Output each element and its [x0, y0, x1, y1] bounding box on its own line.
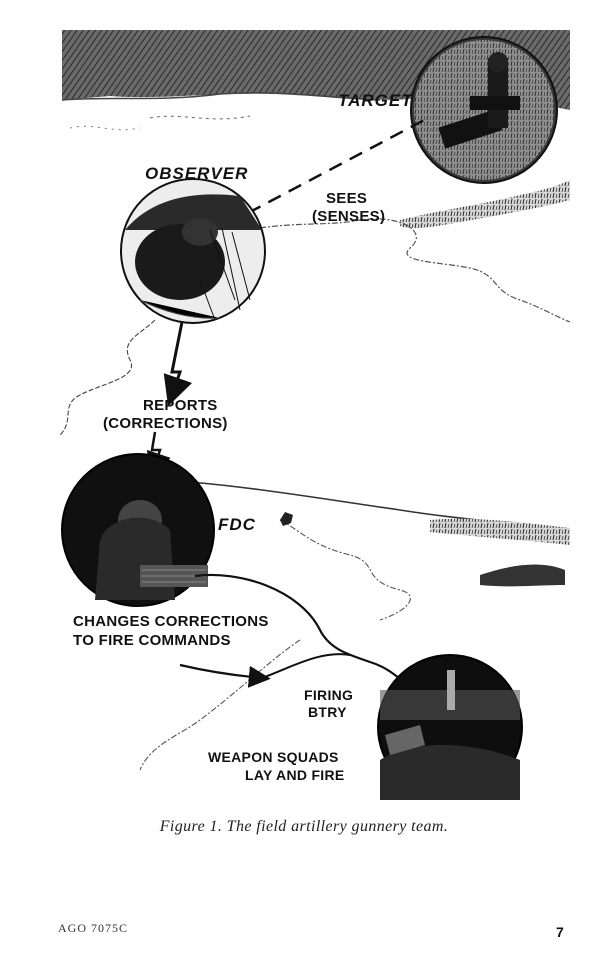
firing-label-line1: FIRING [304, 687, 354, 703]
reports-label-line2: (CORRECTIONS) [103, 415, 228, 432]
observer-circle [120, 178, 266, 324]
page-number: 7 [556, 924, 564, 940]
fire-command-line [194, 573, 423, 695]
firing-battery-circle [377, 654, 523, 800]
return-arrow [179, 663, 271, 688]
fdc-label: FDC [218, 515, 256, 534]
sight-line [247, 116, 429, 215]
weapon-label-line2: LAY AND FIRE [245, 767, 345, 783]
gunnery-team-illustration [59, 30, 571, 800]
sees-label-line1: SEES [326, 190, 368, 207]
target-circle [410, 36, 558, 184]
firing-label-line2: BTRY [308, 704, 347, 720]
sees-label-line2: (SENSES) [312, 208, 386, 225]
reports-arrow [163, 321, 193, 407]
fdc-marker-icon [280, 512, 293, 526]
changes-label-line1: CHANGES CORRECTIONS [73, 613, 269, 630]
target-label: TARGET [338, 91, 413, 110]
observer-label: OBSERVER [145, 164, 249, 183]
weapon-label-line1: WEAPON SQUADS [208, 749, 339, 765]
fdc-circle [61, 453, 215, 607]
figure-caption: Figure 1. The field artillery gunnery te… [159, 818, 449, 835]
document-code: AGO 7075C [58, 921, 129, 935]
changes-label-line2: TO FIRE COMMANDS [73, 632, 231, 649]
reports-label-line1: REPORTS [143, 397, 218, 414]
